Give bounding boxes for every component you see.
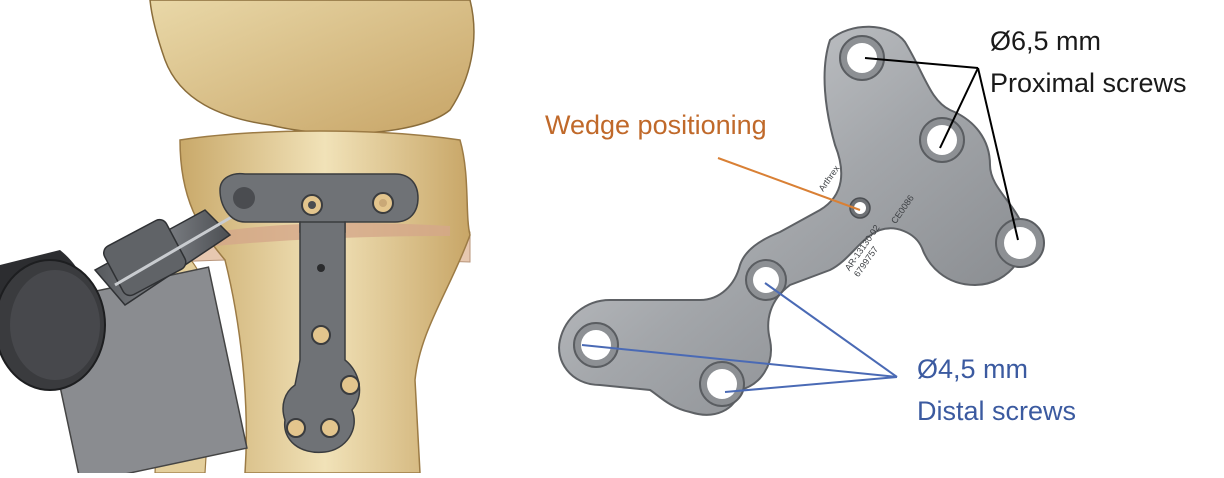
wedge-label: Wedge positioning	[545, 112, 767, 139]
femur	[150, 0, 474, 133]
distal-name-label: Distal screws	[917, 398, 1076, 425]
proximal-name-label: Proximal screws	[990, 70, 1187, 97]
distal-diameter-label: Ø4,5 mm	[917, 356, 1028, 383]
knee-illustration	[0, 0, 474, 473]
proximal-diameter-label: Ø6,5 mm	[990, 28, 1101, 55]
wedge-leader	[718, 158, 860, 210]
distal-leader-3	[765, 283, 897, 377]
